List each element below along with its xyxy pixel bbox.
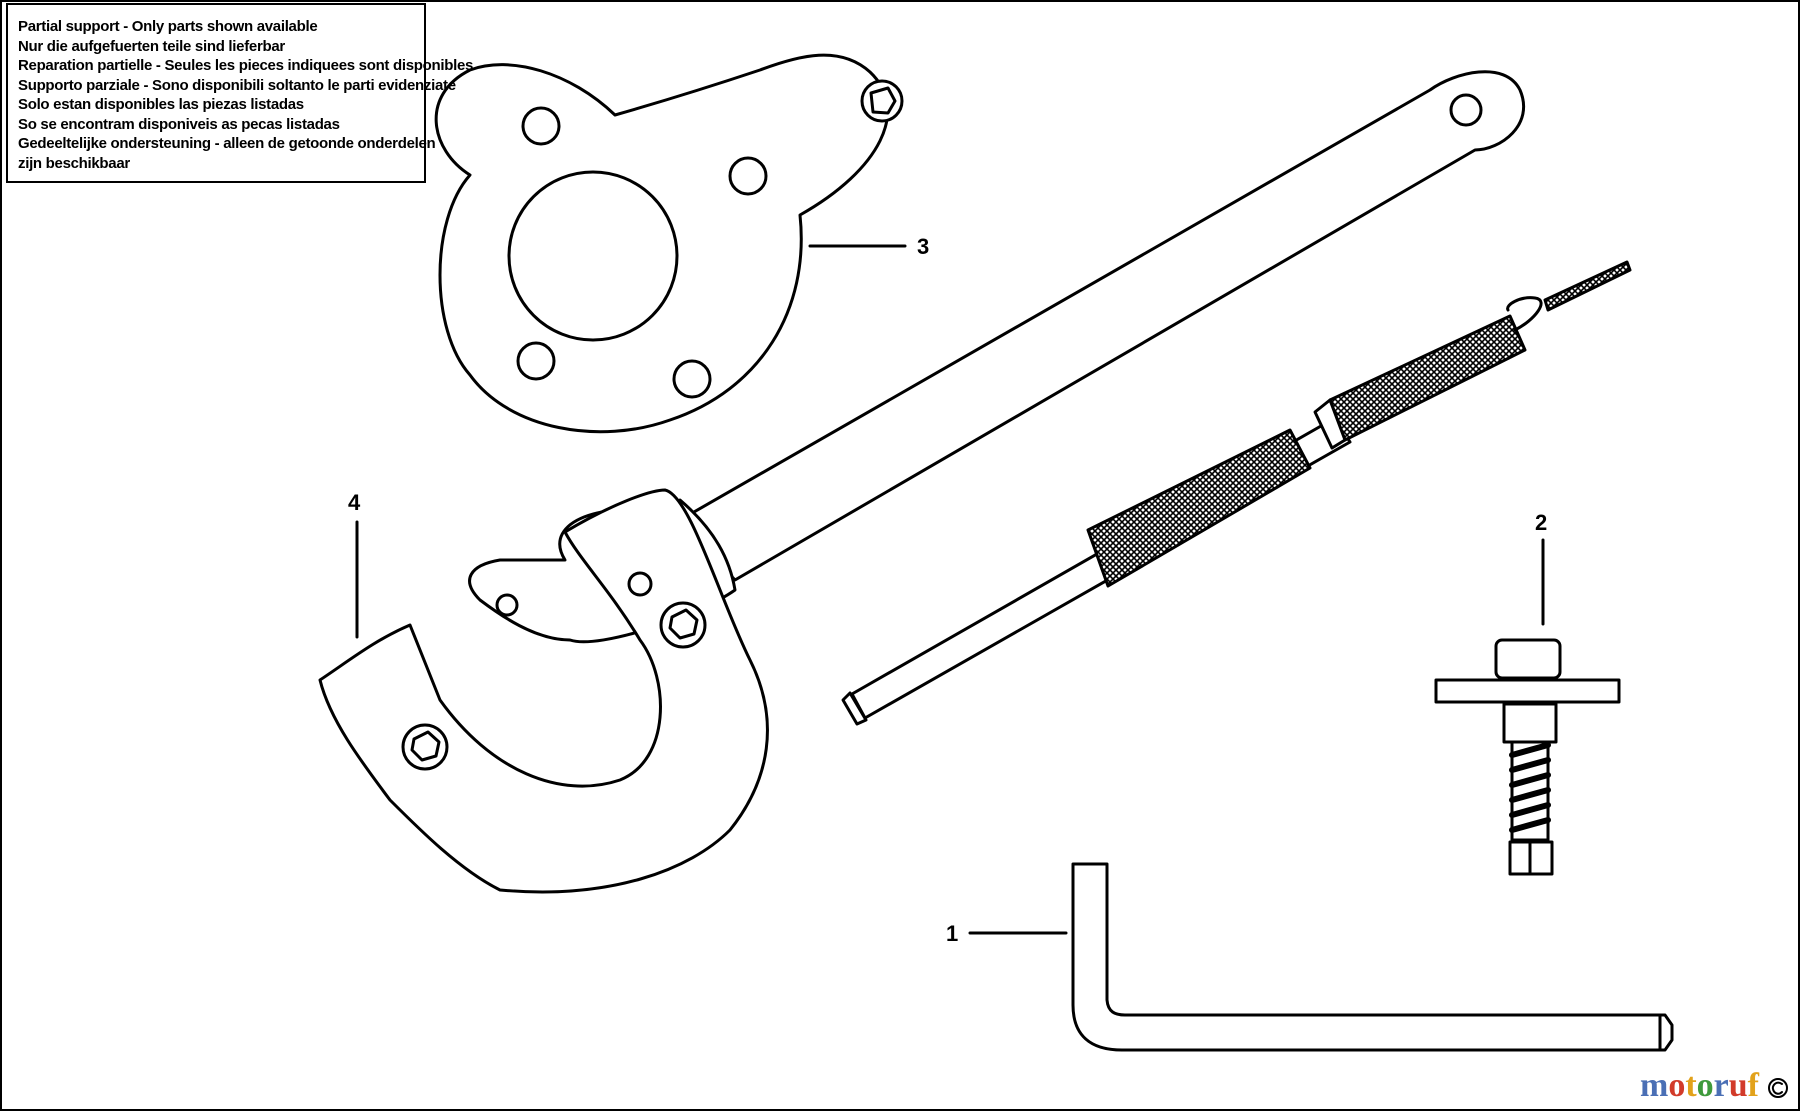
part-2-screw-with-washer (1434, 638, 1621, 876)
part-1-hex-key (1071, 862, 1674, 1052)
callout-3: 3 (917, 234, 929, 259)
part-4-hook-spanner (318, 70, 1526, 894)
pin-punch-tool (841, 260, 1632, 726)
callout-4: 4 (348, 490, 361, 515)
notice-line: Nur die aufgefuerten teile sind lieferba… (18, 37, 285, 55)
notice-line: Supporto parziale - Sono disponibili sol… (18, 76, 456, 94)
brand-letter: m (1640, 1067, 1669, 1104)
notice-line: Partial support - Only parts shown avail… (18, 18, 318, 35)
partial-support-notice: Partial support - Only parts shown avail… (6, 3, 474, 183)
brand-letter: o (1668, 1067, 1686, 1104)
callout-1: 1 (946, 921, 958, 946)
brand-letter: r (1713, 1067, 1729, 1104)
brand-letter: u (1728, 1067, 1748, 1104)
notice-line: zijn beschikbaar (18, 154, 130, 172)
callout-2: 2 (1535, 510, 1547, 535)
copyright-icon (1768, 1078, 1788, 1098)
brand-letter: f (1747, 1067, 1759, 1104)
notice-line: Solo estan disponibles las piezas listad… (18, 96, 304, 113)
notice-line: So se encontram disponiveis as pecas lis… (18, 115, 340, 133)
notice-line: Gedeeltelijke ondersteuning - alleen de … (18, 135, 436, 152)
brand-watermark: motoruf (1640, 1067, 1759, 1105)
notice-line: Reparation partielle - Seules les pieces… (18, 57, 474, 74)
part-3-flange-plate (434, 53, 904, 434)
brand-letter: o (1696, 1067, 1714, 1104)
brand-letter: t (1685, 1067, 1697, 1104)
